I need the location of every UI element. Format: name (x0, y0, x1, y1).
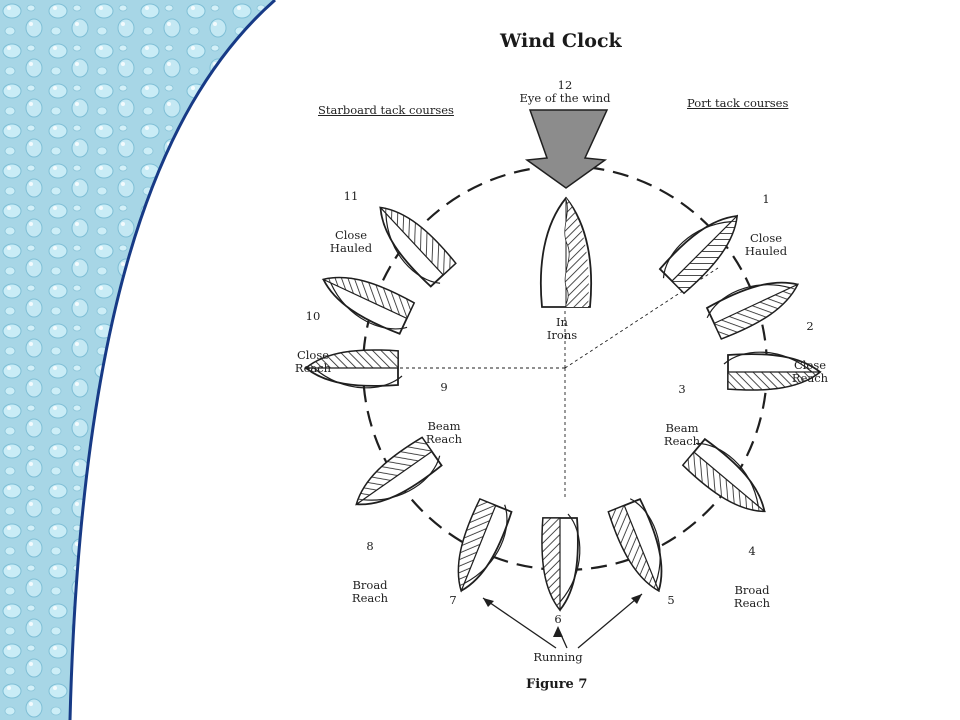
wind-arrow (524, 109, 609, 189)
label-8-number: 8 (366, 539, 374, 553)
label-1-text: Close Hauled (744, 231, 788, 258)
boat-2-close-reach (705, 281, 799, 340)
label-2: 2 Close Reach (780, 294, 840, 398)
boat-2-close-reach-sail (713, 283, 799, 340)
label-1-number: 1 (762, 192, 770, 206)
arrow-to-7 (482, 597, 557, 649)
boat-10-close-reach (321, 276, 416, 335)
boat-1-close-hauled (658, 214, 739, 295)
label-12-number: 12 (557, 78, 573, 92)
label-6-number: 6 (554, 612, 562, 626)
label-1: 1 Close Hauled (736, 167, 796, 271)
label-9-number: 9 (440, 380, 448, 394)
boat-7-running-boom (463, 504, 508, 584)
label-2-number: 2 (806, 319, 814, 333)
boat-4-broad-reach (681, 437, 767, 513)
boat-11-close-hauled-sail (378, 206, 457, 276)
label-7-number: 7 (449, 593, 457, 607)
boat-7-running (457, 497, 513, 593)
label-5-number: 5 (667, 593, 675, 607)
label-2-text: Close Reach (791, 358, 829, 385)
boat-3-beam-reach-boom (723, 351, 813, 373)
boat-6-running (541, 513, 581, 612)
label-3-number: 3 (678, 382, 686, 396)
diagram-title: Wind Clock (500, 30, 622, 52)
label-11-text: Close Hauled (329, 228, 373, 255)
boat-4-broad-reach-boom (696, 442, 759, 507)
running-label: Running (533, 650, 583, 664)
boat-3-beam-reach (723, 351, 822, 391)
label-9: 9 Beam Reach (414, 355, 474, 459)
boat-5-running (607, 497, 663, 593)
label-5: 5 (661, 594, 681, 607)
label-12-text: Eye of the wind (519, 91, 611, 105)
arrowhead-7 (483, 598, 494, 607)
boat-7-running-sail (457, 498, 497, 593)
boat-5-running-boom (629, 498, 661, 584)
boat-2-close-reach-boom (706, 284, 791, 319)
boat-11-close-hauled-boom (385, 213, 441, 284)
boat-8-broad-reach (355, 436, 443, 506)
label-6: 6 (548, 613, 568, 626)
boat-9-beam-reach-sail (304, 349, 399, 369)
label-11-number: 11 (343, 189, 359, 203)
boat-1-close-hauled-boom (662, 221, 732, 279)
boat-10-close-reach-boom (330, 282, 408, 330)
label-3: 3 Beam Reach (652, 357, 712, 461)
arrowhead-5 (631, 594, 642, 604)
boat-in-irons-hatch (565, 198, 589, 307)
boat-8-broad-reach-boom (362, 455, 441, 501)
boat-9-beam-reach (304, 349, 403, 389)
running-arrows (482, 593, 643, 649)
label-8: 8 Broad Reach (340, 514, 400, 618)
label-4-number: 4 (748, 544, 756, 558)
boat-6-running-sail (541, 517, 561, 612)
boat-3-beam-reach-sail (727, 371, 822, 391)
port-tack-heading: Port tack courses (687, 96, 789, 110)
starboard-tack-heading: Starboard tack courses (318, 103, 454, 117)
boat-4-broad-reach-sail (682, 451, 767, 512)
boat-in-irons (539, 196, 593, 308)
label-7: 7 (443, 594, 463, 607)
figure-caption: Figure 7 (526, 677, 588, 692)
label-3-text: Beam Reach (663, 421, 701, 448)
label-9-text: Beam Reach (425, 419, 463, 446)
label-12: 12 Eye of the wind (515, 79, 615, 105)
boat-10-close-reach-sail (321, 277, 415, 320)
boat-8-broad-reach-sail (355, 436, 433, 506)
arrowhead-6 (553, 626, 563, 637)
label-10-number: 10 (305, 309, 321, 323)
label-4-text: Broad Reach (733, 583, 771, 610)
label-8-text: Broad Reach (351, 578, 389, 605)
in-irons-label: In Irons (546, 315, 578, 342)
label-4: 4 Broad Reach (722, 519, 782, 623)
boat-5-running-sail (607, 504, 660, 593)
boat-6-running-boom (559, 513, 581, 603)
boat-9-beam-reach-boom (313, 367, 403, 389)
boat-11-close-hauled (378, 206, 457, 288)
label-10-text: Close Reach (294, 348, 332, 375)
boat-1-close-hauled-sail (671, 214, 738, 294)
arrow-to-5 (577, 593, 643, 649)
label-10: 10 Close Reach (283, 284, 343, 388)
label-11: 11 Close Hauled (321, 164, 381, 268)
